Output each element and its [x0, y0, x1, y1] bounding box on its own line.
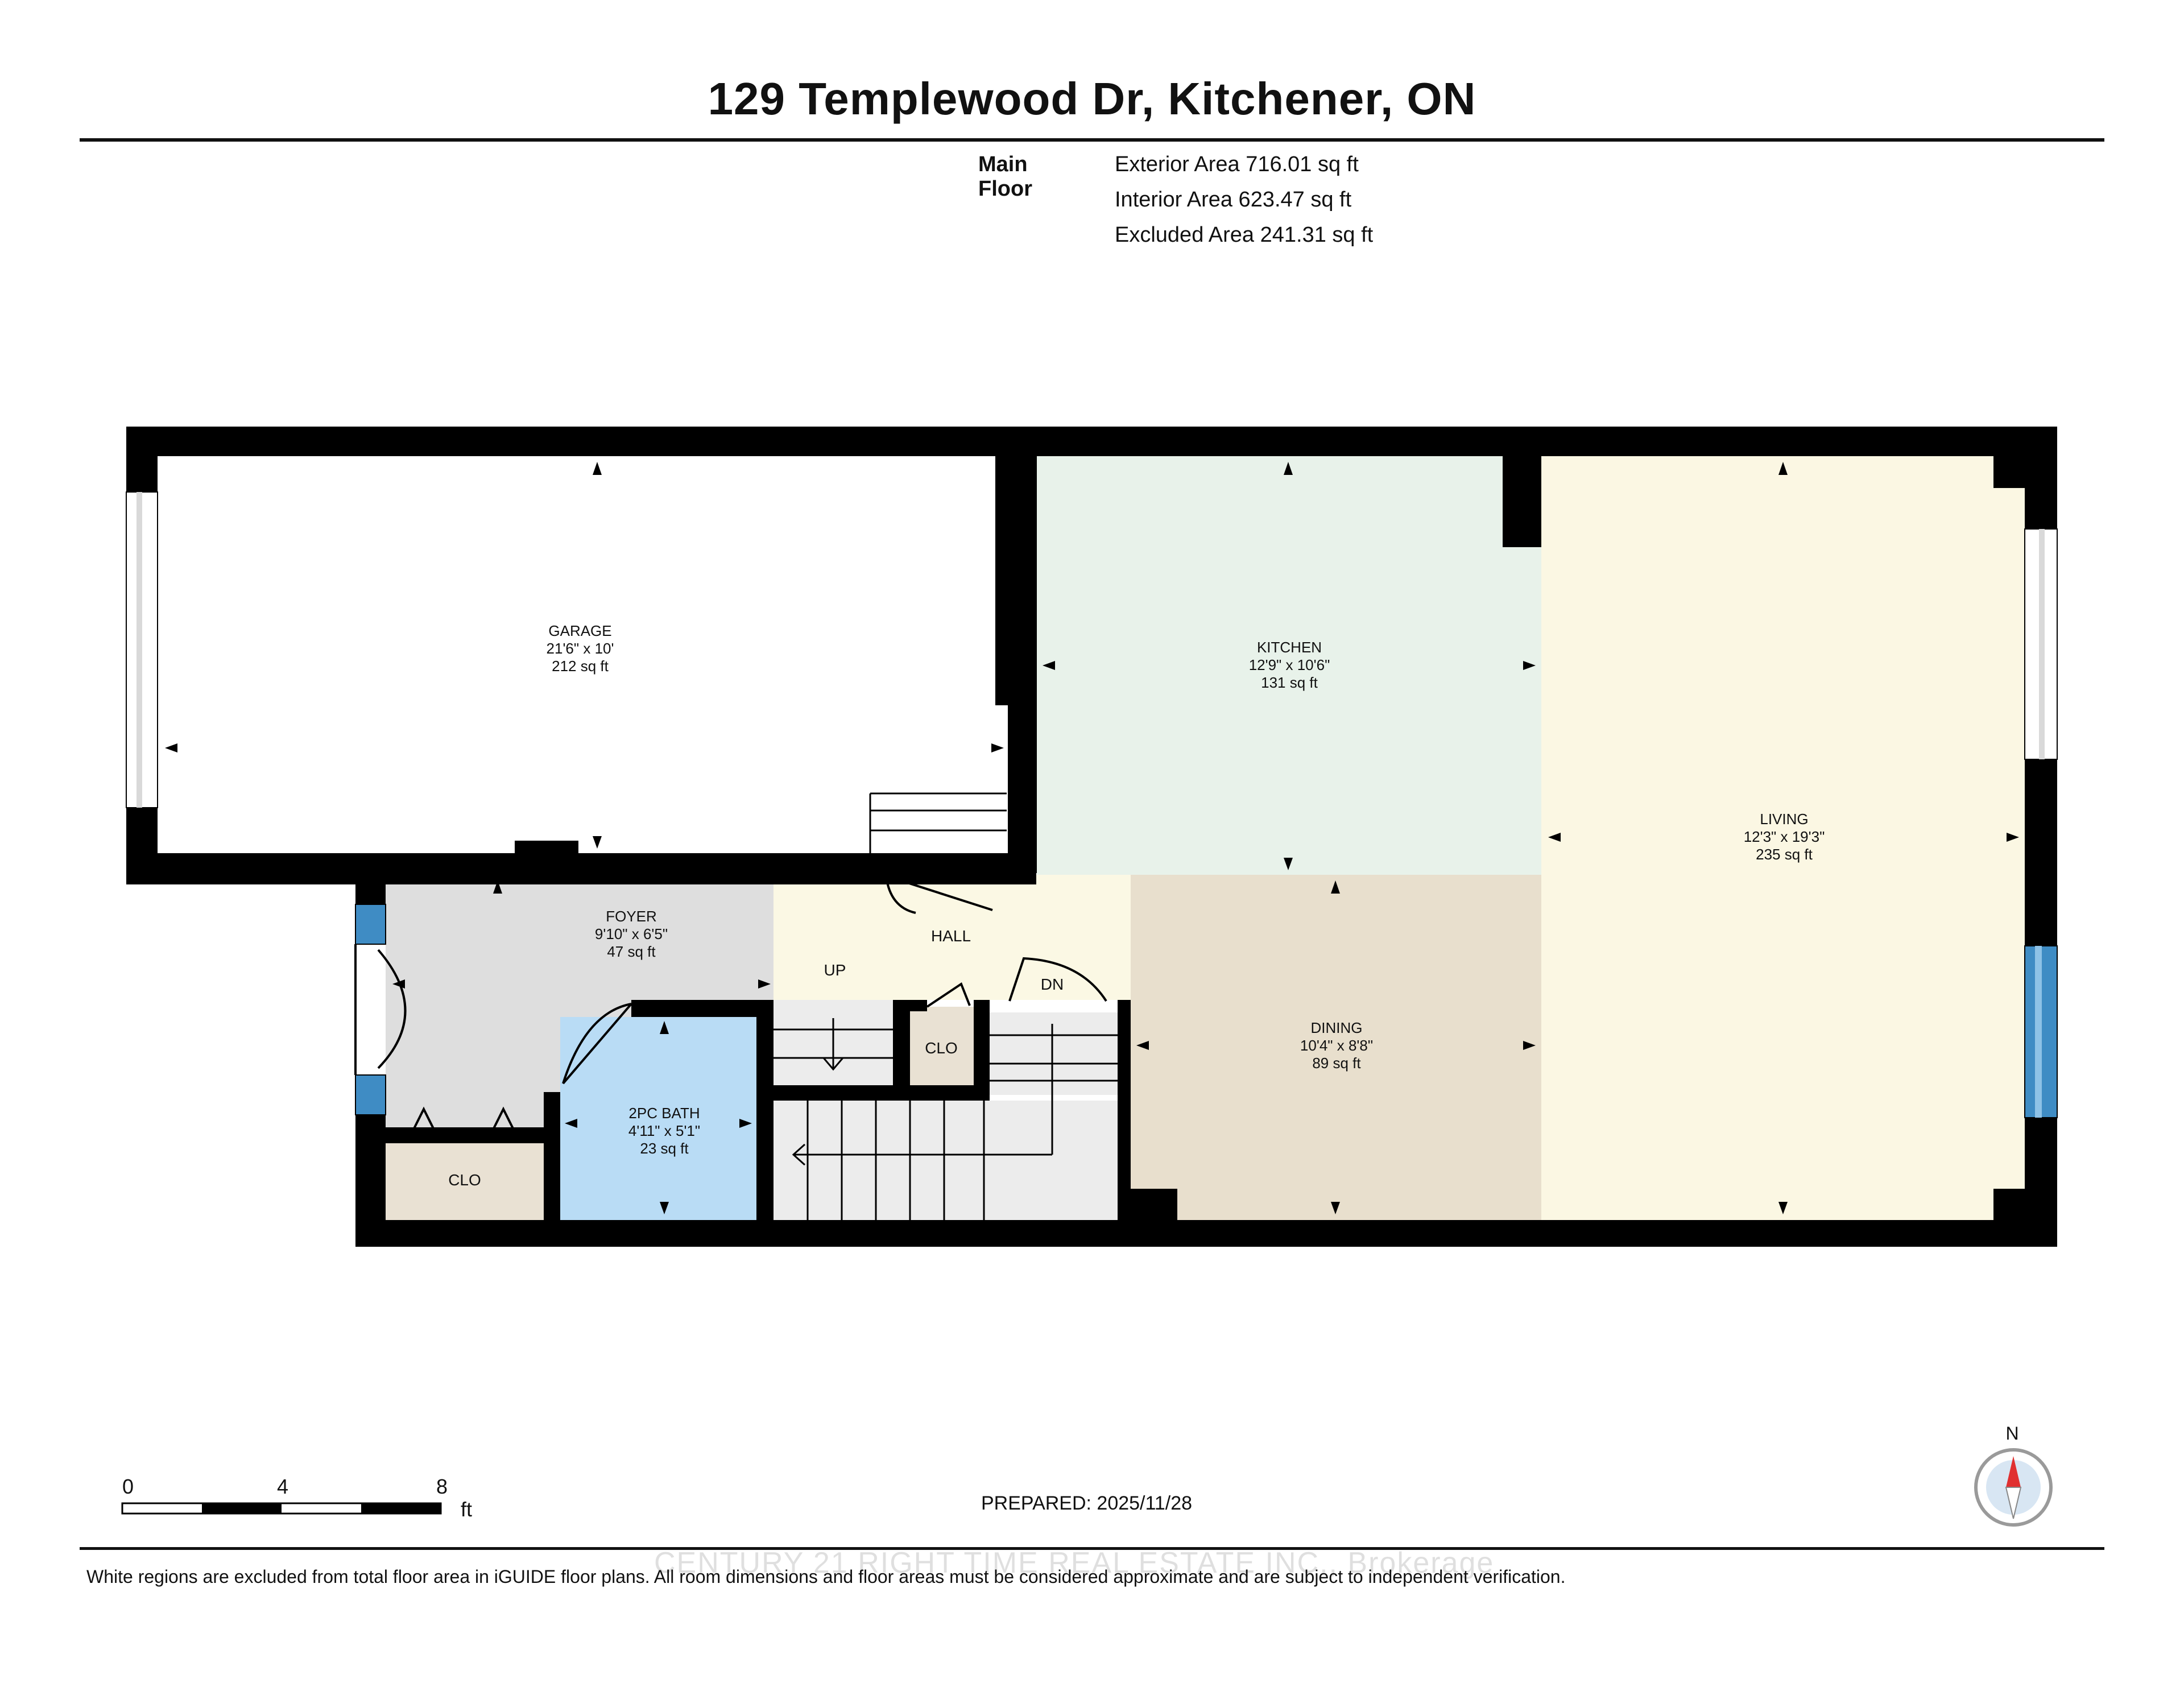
stairs	[774, 792, 1118, 1220]
garage-name: GARAGE	[548, 622, 612, 639]
foyer-area: 47 sq ft	[607, 943, 656, 960]
foyer-closet-label: CLO	[448, 1171, 481, 1189]
foyer-name: FOYER	[606, 908, 657, 925]
floor-label: Main Floor	[978, 152, 1032, 201]
stairs-lower-floor	[774, 1101, 1118, 1220]
scale-tick-8: 8	[436, 1475, 448, 1498]
excluded-area: Excluded Area 241.31 sq ft	[1115, 223, 1374, 247]
living-floor	[1541, 455, 2025, 1220]
living-area: 235 sq ft	[1756, 846, 1813, 863]
kitchen-floor	[1037, 455, 1541, 875]
stairs-up-label: UP	[824, 961, 846, 979]
garage-floor	[156, 455, 995, 854]
bath-area: 23 sq ft	[640, 1140, 689, 1157]
living-dims: 12'3" x 19'3"	[1743, 828, 1825, 845]
page-title: 129 Templewood Dr, Kitchener, ON	[708, 73, 1476, 124]
hall-closet-label: CLO	[925, 1039, 958, 1057]
prepared-date: PREPARED: 2025/11/28	[981, 1492, 1193, 1514]
dining-name: DINING	[1310, 1019, 1363, 1036]
garage-dims: 21'6" x 10'	[546, 640, 614, 657]
scale-tick-0: 0	[122, 1475, 134, 1498]
bath-dims: 4'11" x 5'1"	[628, 1122, 701, 1139]
doors	[354, 875, 1107, 1138]
garage-area: 212 sq ft	[552, 658, 609, 675]
hall-name: HALL	[930, 927, 971, 945]
scale-unit: ft	[460, 1498, 473, 1521]
kitchen-area: 131 sq ft	[1261, 674, 1318, 691]
room-dining: DINING 10'4" x 8'8" 89 sq ft	[1300, 1019, 1373, 1072]
room-garage: GARAGE 21'6" x 10' 212 sq ft	[547, 622, 614, 675]
stairs-down-label: DN	[1040, 975, 1064, 993]
walls	[126, 427, 2057, 1247]
footer-note: White regions are excluded from total fl…	[86, 1566, 1566, 1587]
title-divider	[80, 138, 2104, 142]
compass-icon	[1974, 1448, 2053, 1527]
dining-dims: 10'4" x 8'8"	[1300, 1037, 1374, 1054]
bath-name: 2PC BATH	[628, 1105, 700, 1122]
room-kitchen: KITCHEN 12'9" x 10'6" 131 sq ft	[1249, 639, 1330, 692]
watermark: CENTURY 21 RIGHT TIME REAL ESTATE INC., …	[654, 1547, 1495, 1580]
interior-area: Interior Area 623.47 sq ft	[1115, 188, 1352, 212]
windows	[126, 491, 2058, 1118]
footer-divider	[80, 1547, 2104, 1550]
living-name: LIVING	[1760, 811, 1809, 828]
kitchen-dims: 12'9" x 10'6"	[1248, 656, 1330, 673]
exterior-area: Exterior Area 716.01 sq ft	[1115, 152, 1359, 176]
room-living: LIVING 12'3" x 19'3" 235 sq ft	[1744, 811, 1825, 863]
room-bath: 2PC BATH 4'11" x 5'1" 23 sq ft	[628, 1105, 700, 1157]
foyer-dims: 9'10" x 6'5"	[594, 925, 668, 942]
room-foyer: FOYER 9'10" x 6'5" 47 sq ft	[595, 908, 668, 961]
bath-floor	[560, 1017, 756, 1220]
dimension-arrows	[165, 462, 2019, 1214]
scale-bar	[121, 1502, 442, 1515]
scale-tick-4: 4	[276, 1475, 289, 1498]
closet-floor	[386, 1143, 544, 1220]
hall-closet-floor	[910, 1007, 974, 1086]
dining-floor	[1131, 875, 1541, 1220]
dining-area: 89 sq ft	[1312, 1055, 1361, 1072]
stairs-down-floor	[990, 1012, 1118, 1095]
compass-north-label: N	[2005, 1423, 2019, 1444]
kitchen-name: KITCHEN	[1256, 639, 1322, 656]
hall-floor	[774, 875, 1131, 1000]
